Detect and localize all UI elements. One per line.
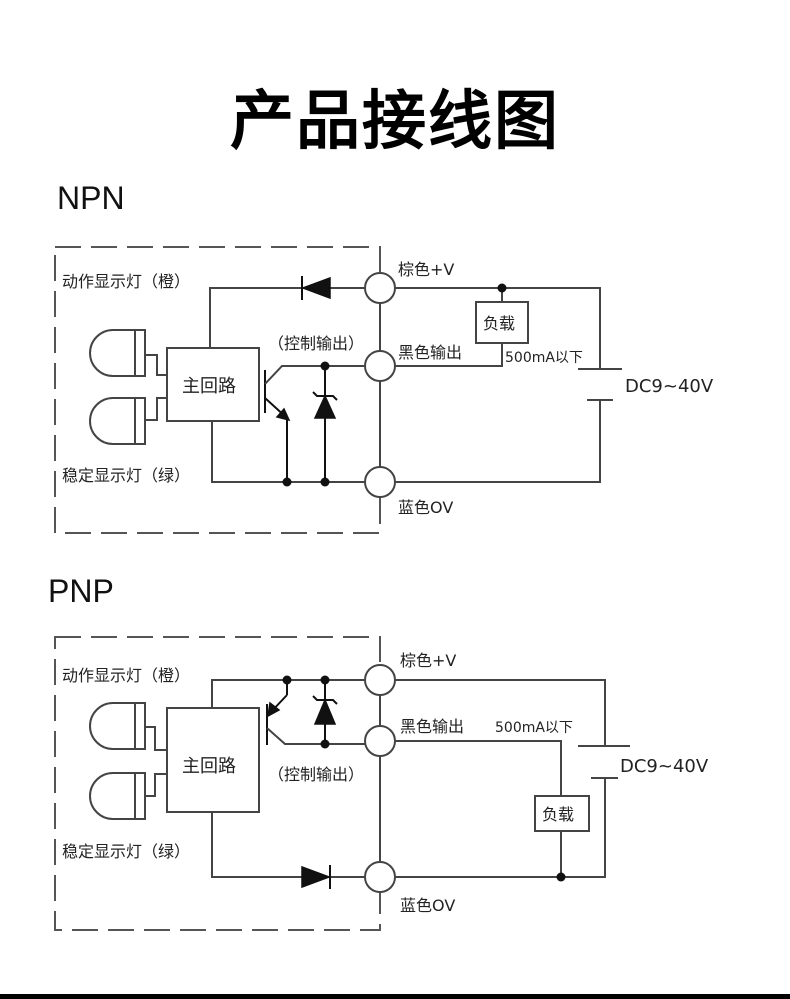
supply-voltage-label: DC9~40V <box>625 376 714 397</box>
stable-led-label: 稳定显示灯（绿） <box>62 466 190 485</box>
blue-wire-label: 蓝色OV <box>398 498 453 517</box>
sensor-housing-outline <box>54 636 381 931</box>
load-current-label: 500mA以下 <box>495 720 573 736</box>
junction-dot <box>282 477 292 487</box>
junction-dot <box>282 675 292 685</box>
junction-dot <box>320 739 330 749</box>
main-circuit-label: 主回路 <box>182 376 236 397</box>
action-led-label: 动作显示灯（橙） <box>62 272 190 291</box>
black-wire-label: 黑色输出 <box>398 343 462 362</box>
main-circuit-label: 主回路 <box>182 756 236 777</box>
sensor-housing-outline <box>54 246 381 534</box>
load-box <box>534 795 590 832</box>
stable-led-label: 稳定显示灯（绿） <box>62 842 190 861</box>
npn-wiring-diagram: 动作显示灯（橙） 稳定显示灯（绿） （控制输出） 主回路 <box>54 246 714 534</box>
battery-icon <box>578 368 622 401</box>
junction-dot <box>556 872 566 882</box>
brown-wire-label: 棕色+V <box>398 260 454 279</box>
diode-icon <box>300 276 331 300</box>
junction-dot <box>497 283 507 293</box>
orange-led-icon <box>89 329 167 377</box>
brown-terminal <box>364 664 396 696</box>
load-box <box>475 301 529 344</box>
main-circuit-block <box>166 347 260 422</box>
control-output-label: （控制输出） <box>268 334 364 353</box>
brown-terminal <box>364 272 396 304</box>
load-current-label: 500mA以下 <box>505 350 583 366</box>
blue-terminal <box>364 861 396 893</box>
black-terminal <box>364 725 396 757</box>
action-led-label: 动作显示灯（橙） <box>62 666 190 685</box>
blue-wire-label: 蓝色OV <box>400 896 455 915</box>
npn-heading: NPN <box>57 180 125 216</box>
pnp-wiring-diagram: 动作显示灯（橙） 稳定显示灯（绿） （控制输出） 主回路 <box>54 636 709 931</box>
black-terminal <box>364 350 396 382</box>
black-wire-label: 黑色输出 <box>400 717 464 736</box>
load-label: 负载 <box>542 805 574 824</box>
junction-dot <box>320 361 330 371</box>
green-led-icon <box>89 397 167 445</box>
page-title: 产品接线图 <box>230 85 560 159</box>
blue-terminal <box>364 466 396 498</box>
zener-diode-icon <box>312 366 338 482</box>
diode-icon <box>301 865 332 889</box>
bottom-divider <box>0 994 790 999</box>
zener-diode-icon <box>312 680 338 744</box>
junction-dot <box>320 477 330 487</box>
pnp-heading: PNP <box>48 573 114 609</box>
pnp-transistor-icon <box>266 680 365 745</box>
brown-wire-label: 棕色+V <box>400 651 456 670</box>
load-label: 负载 <box>483 314 515 333</box>
control-output-label: （控制输出） <box>268 765 364 784</box>
junction-dot <box>320 675 330 685</box>
green-led-icon <box>89 772 167 820</box>
battery-icon <box>578 745 630 779</box>
npn-transistor-icon <box>264 365 365 482</box>
supply-voltage-label: DC9~40V <box>620 756 709 777</box>
orange-led-icon <box>89 702 167 751</box>
